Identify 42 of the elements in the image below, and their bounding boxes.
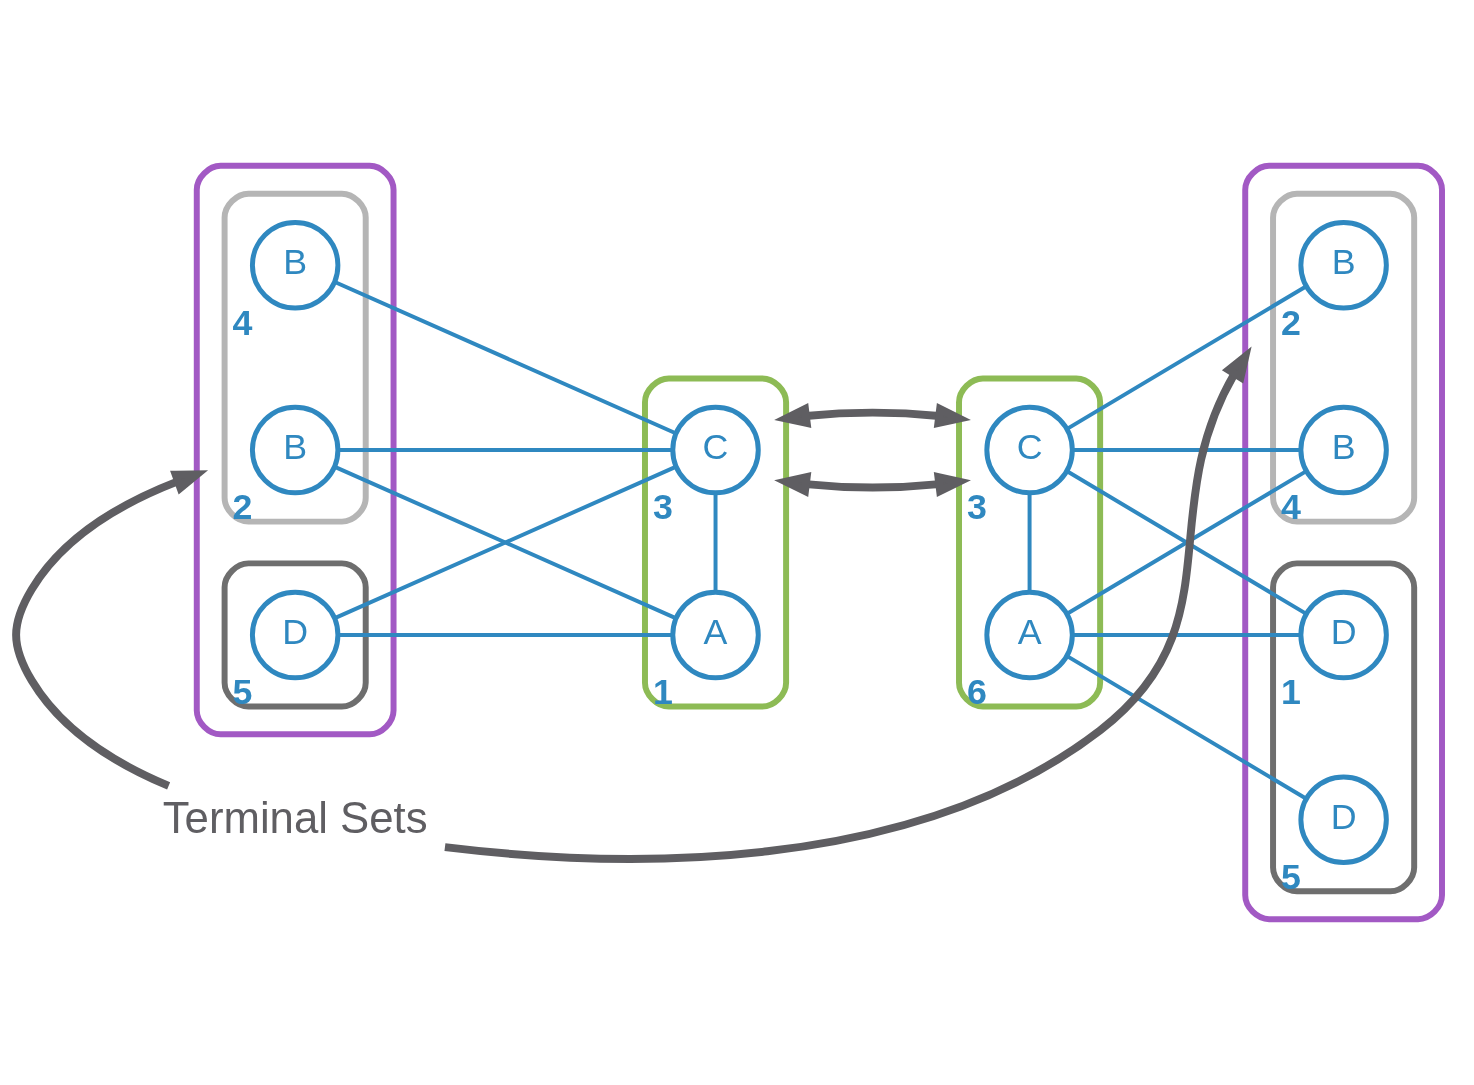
node-label: 3 [652, 487, 673, 528]
cluster [1270, 190, 1418, 525]
cluster [193, 162, 397, 738]
cluster [956, 375, 1104, 710]
cluster [642, 375, 790, 710]
node-text: Terminal Sets [162, 792, 428, 842]
node-circle: D [1298, 589, 1389, 681]
arrow [12, 470, 209, 790]
connector [1066, 469, 1307, 616]
connector [1027, 493, 1032, 592]
node-label: 6 [966, 672, 987, 713]
cluster [1242, 162, 1445, 923]
arrow [774, 472, 971, 498]
arrow [774, 403, 971, 429]
connector [1066, 654, 1307, 800]
node-label: 2 [1281, 302, 1301, 343]
cluster [1270, 560, 1418, 895]
connector [334, 280, 677, 436]
node-circle: A [670, 589, 761, 681]
node-label: 1 [652, 672, 673, 713]
connector [1066, 285, 1307, 431]
cluster [221, 190, 369, 525]
cluster [221, 560, 369, 710]
node-circle: B [1298, 220, 1389, 311]
connector [1072, 632, 1301, 637]
node-circle: B [249, 220, 341, 311]
node-circle: D [249, 589, 341, 681]
node-circle: A [984, 589, 1075, 681]
node-label: 5 [1281, 857, 1301, 898]
node-circle: B [1298, 404, 1389, 496]
node-label: 3 [966, 487, 987, 528]
node-label: 1 [1281, 672, 1301, 713]
node-circle: D [1298, 774, 1389, 865]
connector [334, 465, 677, 620]
node-circle: B [249, 404, 341, 496]
node-circle: C [670, 404, 761, 496]
connector [338, 632, 673, 637]
connector [338, 448, 673, 453]
node-circle: C [984, 404, 1075, 496]
connector [1072, 448, 1301, 453]
node-label: 4 [1281, 487, 1301, 528]
connector [713, 493, 718, 592]
